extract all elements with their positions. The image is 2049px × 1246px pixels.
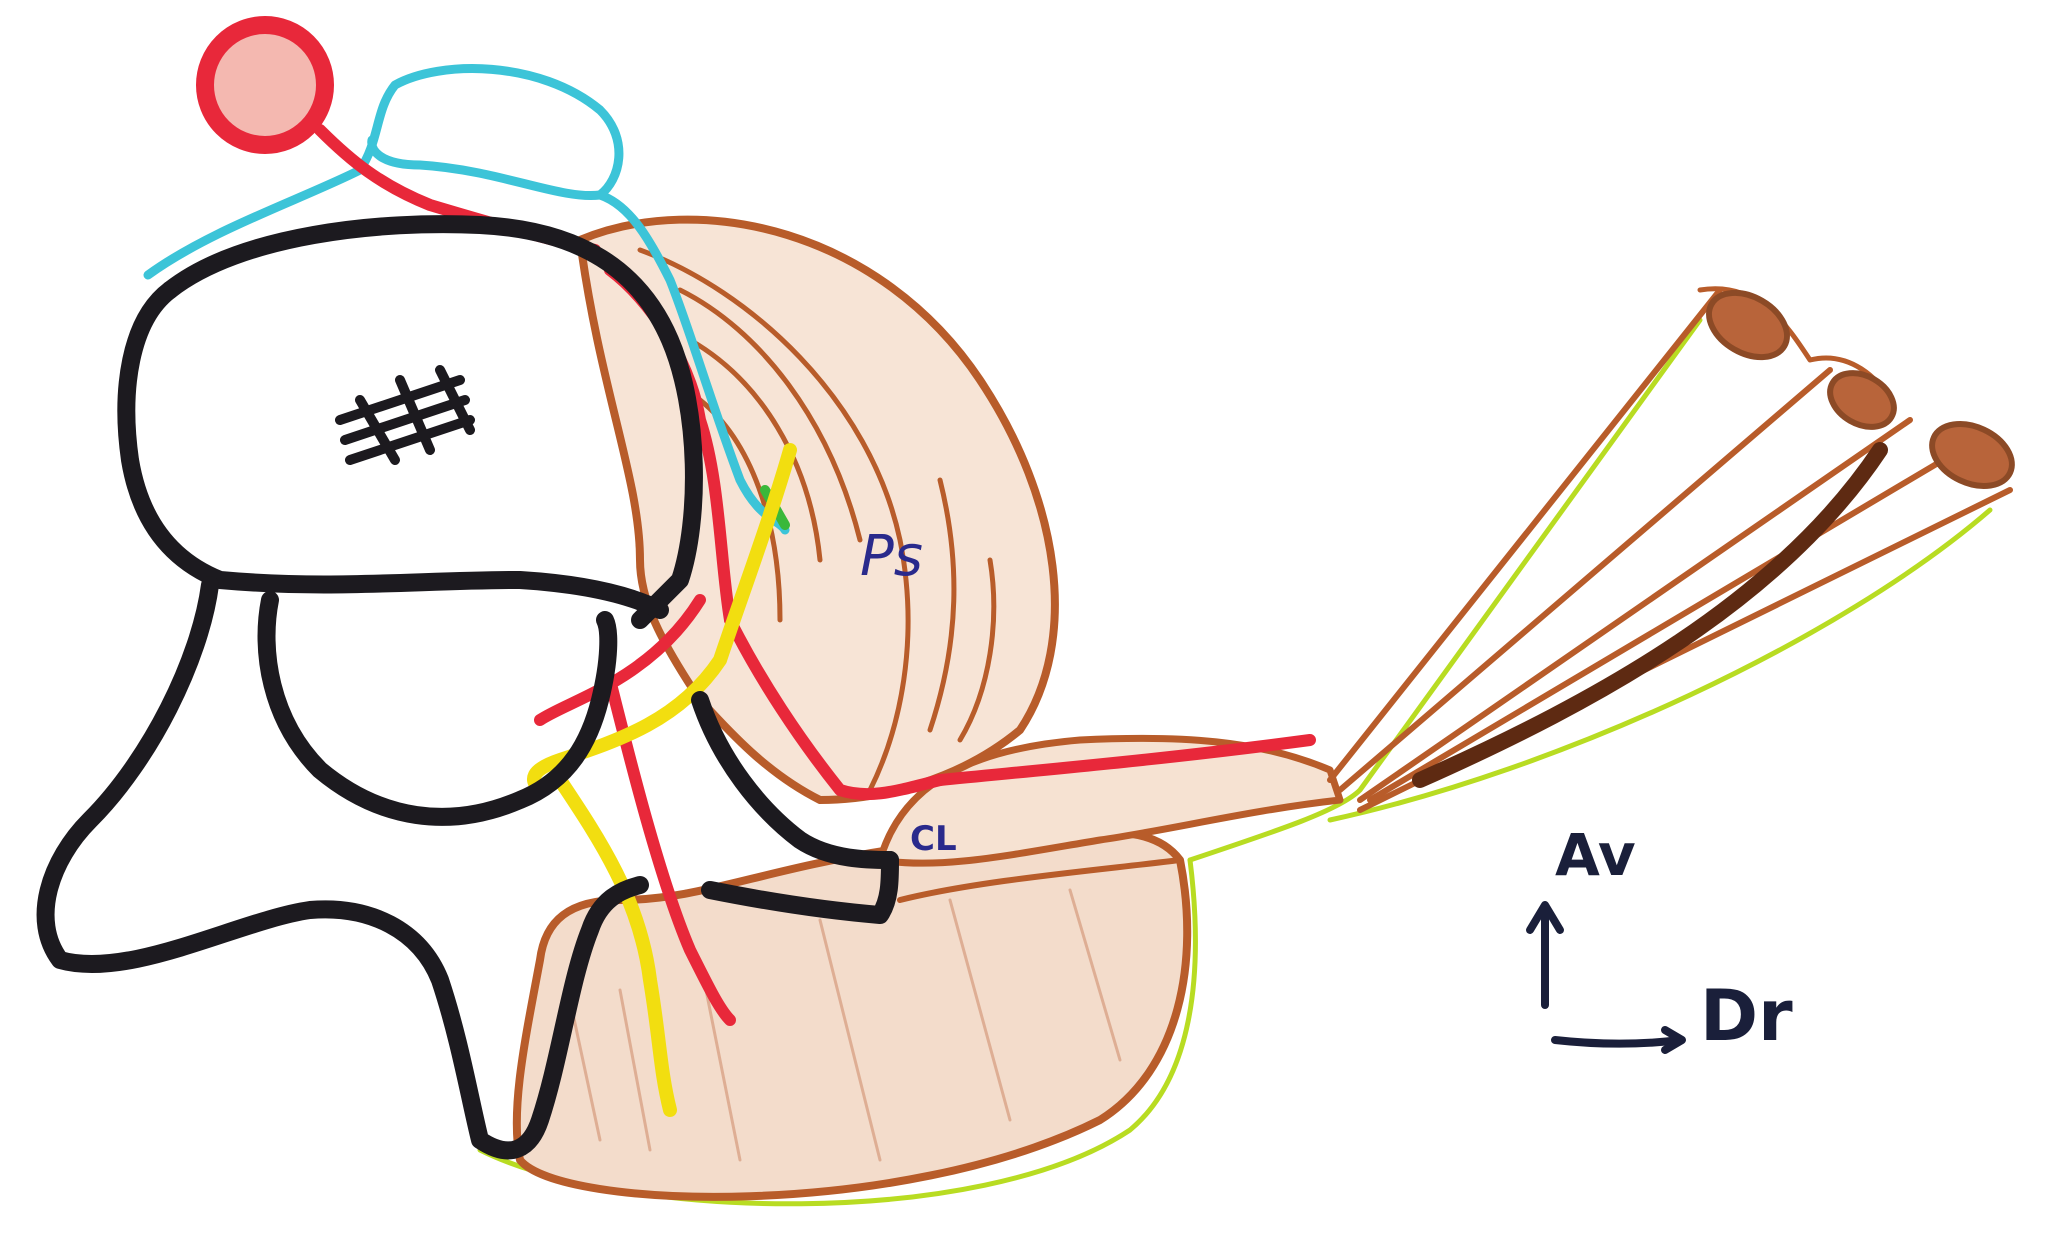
tendon-end-1	[1698, 280, 1799, 370]
tendon-end-3	[1922, 412, 2022, 498]
orientation-arrows: Av Dr	[1530, 821, 1793, 1057]
ligament-label: CL	[910, 819, 957, 859]
tendons	[1330, 280, 2022, 810]
axis-vertical-label: Av	[1555, 821, 1636, 889]
hash-mark: #	[340, 370, 470, 460]
nerve-bulb	[205, 25, 325, 145]
tendon-end-2	[1821, 362, 1904, 438]
axis-horizontal-label: Dr	[1700, 975, 1793, 1057]
muscle-label: Ps	[860, 524, 923, 589]
